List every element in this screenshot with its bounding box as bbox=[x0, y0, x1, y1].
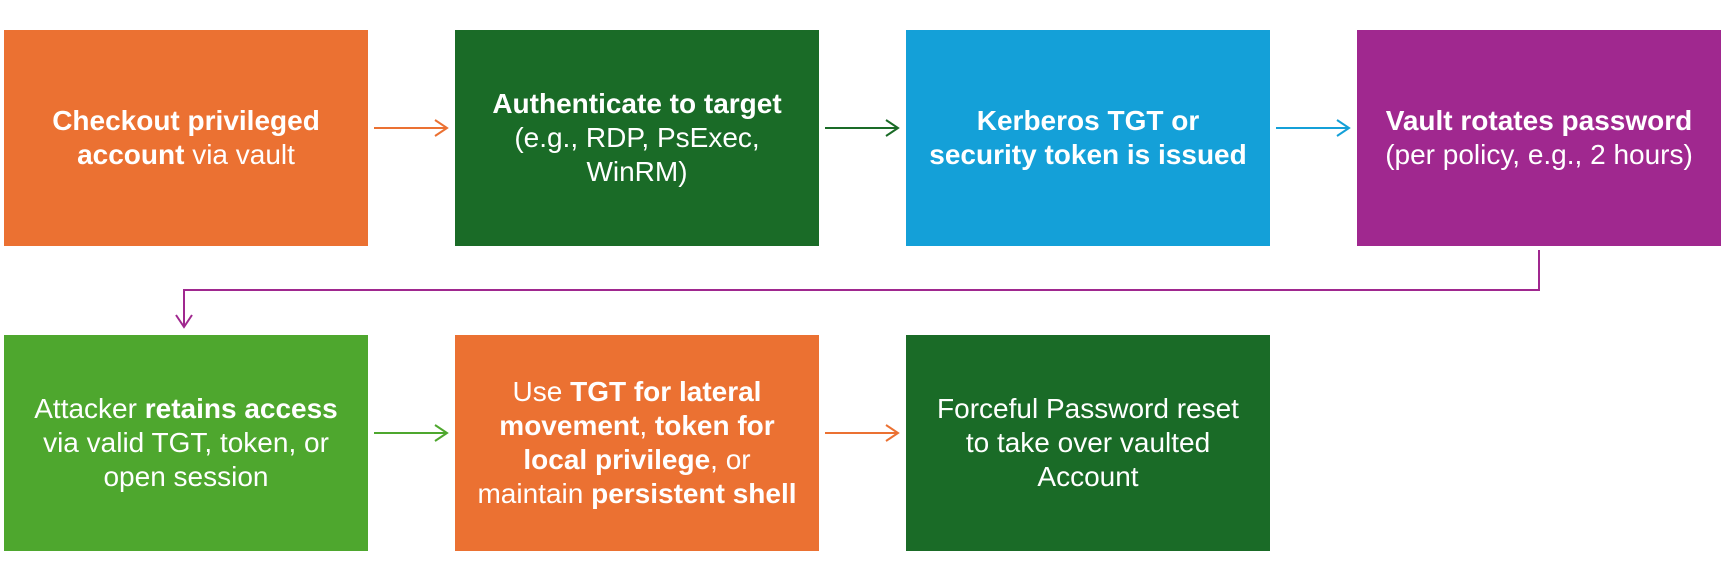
step-box-vault-rotates: Vault rotates password (per policy, e.g.… bbox=[1357, 30, 1721, 246]
arrow-head-icon bbox=[885, 424, 900, 442]
step-box-checkout: Checkout privileged account via vault bbox=[4, 30, 368, 246]
arrow-authenticate-to-token-issued bbox=[825, 119, 900, 137]
step-text: Vault rotates password (per policy, e.g.… bbox=[1373, 104, 1705, 172]
arrow-head-icon bbox=[434, 424, 449, 442]
step-text-run: Checkout privileged account bbox=[52, 105, 320, 170]
step-text: Forceful Password reset to take over vau… bbox=[922, 392, 1254, 494]
step-text-run: , bbox=[639, 410, 655, 441]
step-text-run: Forceful Password reset to take over vau… bbox=[937, 393, 1239, 492]
step-text-run: TGT for lateral movement bbox=[499, 376, 762, 441]
step-text: Authenticate to target (e.g., RDP, PsExe… bbox=[471, 87, 803, 189]
step-text-run: , or maintain bbox=[477, 444, 751, 509]
arrow-line bbox=[183, 250, 1540, 327]
step-box-token-issued: Kerberos TGT or security token is issued bbox=[906, 30, 1270, 246]
step-text-run: (per policy, e.g., 2 hours) bbox=[1385, 139, 1693, 170]
step-text: Use TGT for lateral movement, token for … bbox=[471, 375, 803, 511]
arrow-vault-rotates-to-retains-access bbox=[175, 250, 1540, 329]
arrow-checkout-to-authenticate bbox=[374, 119, 449, 137]
arrow-token-issued-to-vault-rotates bbox=[1276, 119, 1351, 137]
arrow-head-icon bbox=[175, 314, 193, 329]
step-text-run: Kerberos TGT or security token is issued bbox=[929, 105, 1247, 170]
step-box-lateral-movement: Use TGT for lateral movement, token for … bbox=[455, 335, 819, 551]
step-text: Attacker retains access via valid TGT, t… bbox=[20, 392, 352, 494]
arrow-retains-access-to-lateral-movement bbox=[374, 424, 449, 442]
step-text-run: Use bbox=[512, 376, 571, 407]
step-text-run: persistent shell bbox=[591, 478, 797, 509]
step-box-password-reset: Forceful Password reset to take over vau… bbox=[906, 335, 1270, 551]
step-box-retains-access: Attacker retains access via valid TGT, t… bbox=[4, 335, 368, 551]
arrow-head-icon bbox=[885, 119, 900, 137]
step-text-run: retains access bbox=[144, 393, 338, 424]
arrow-head-icon bbox=[434, 119, 449, 137]
arrow-head-icon bbox=[1336, 119, 1351, 137]
step-text: Kerberos TGT or security token is issued bbox=[922, 104, 1254, 172]
arrow-lateral-movement-to-password-reset bbox=[825, 424, 900, 442]
step-text-run: token for local privilege bbox=[523, 410, 775, 475]
step-text: Checkout privileged account via vault bbox=[20, 104, 352, 172]
step-text-run: via vault bbox=[184, 139, 295, 170]
step-text-run: via valid TGT, token, or open session bbox=[43, 427, 329, 492]
step-text-run: Vault rotates password bbox=[1385, 105, 1693, 136]
step-text-run: (e.g., RDP, PsExec, WinRM) bbox=[514, 122, 760, 187]
step-text-run: Authenticate to target bbox=[492, 88, 782, 119]
step-box-authenticate: Authenticate to target (e.g., RDP, PsExe… bbox=[455, 30, 819, 246]
step-text-run: Attacker bbox=[34, 393, 145, 424]
